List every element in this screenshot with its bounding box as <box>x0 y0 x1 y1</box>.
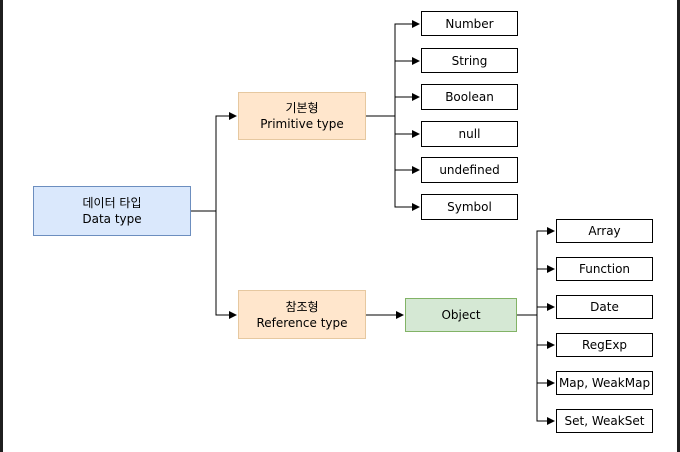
node-function-label: Function <box>578 262 631 276</box>
edge-object-to-function <box>517 265 555 316</box>
node-data-type-english: Data type <box>82 212 142 226</box>
edge-object-to-array <box>517 227 555 316</box>
node-array[interactable]: Array <box>556 219 653 243</box>
node-null-label: null <box>458 127 481 141</box>
edge-object-to-date <box>517 303 555 316</box>
edge-object-to-map <box>517 314 555 387</box>
edge-root-to-reference <box>191 210 237 319</box>
node-set-weakset-label: Set, WeakSet <box>564 414 645 428</box>
node-date[interactable]: Date <box>556 295 653 319</box>
window-border-right <box>677 0 680 452</box>
window-border-left <box>0 0 3 452</box>
node-set-weakset[interactable]: Set, WeakSet <box>556 409 653 433</box>
node-string[interactable]: String <box>421 48 518 73</box>
node-undefined-label: undefined <box>439 163 500 177</box>
node-number-label: Number <box>445 16 494 31</box>
node-reference-korean: 참조형 <box>285 299 319 314</box>
node-primitive-korean: 기본형 <box>285 101 319 115</box>
node-object-label: Object <box>441 308 481 322</box>
node-object[interactable]: Object <box>405 298 517 332</box>
node-string-label: String <box>451 53 488 68</box>
node-data-type[interactable]: 데이터 타입 Data type <box>33 186 191 236</box>
node-symbol-label: Symbol <box>447 200 492 214</box>
node-boolean[interactable]: Boolean <box>421 84 518 110</box>
node-function[interactable]: Function <box>556 257 653 281</box>
node-undefined[interactable]: undefined <box>421 157 518 183</box>
node-reference-type[interactable]: 참조형 Reference type <box>238 290 366 339</box>
edge-primitive-to-symbol <box>366 115 420 211</box>
edge-primitive-to-string <box>366 57 420 117</box>
node-data-type-korean: 데이터 타입 <box>82 196 142 210</box>
node-null[interactable]: null <box>421 121 518 147</box>
node-regexp-label: RegExp <box>581 338 628 352</box>
node-number[interactable]: Number <box>421 11 518 36</box>
node-boolean-label: Boolean <box>445 90 494 104</box>
node-array-label: Array <box>588 224 621 238</box>
node-map-weakmap-label: Map, WeakMap <box>558 376 651 390</box>
node-reference-english: Reference type <box>256 315 348 330</box>
node-regexp[interactable]: RegExp <box>556 333 653 357</box>
node-map-weakmap[interactable]: Map, WeakMap <box>556 371 653 395</box>
node-primitive-type[interactable]: 기본형 Primitive type <box>238 92 366 140</box>
node-symbol[interactable]: Symbol <box>421 194 518 220</box>
edge-object-to-regexp <box>517 314 555 349</box>
node-primitive-english: Primitive type <box>260 117 344 131</box>
edge-root-to-primitive <box>191 112 237 212</box>
edge-primitive-to-undefined <box>366 115 420 174</box>
edge-primitive-to-null <box>366 115 420 138</box>
edge-object-to-set <box>517 314 555 425</box>
edge-primitive-to-boolean <box>366 93 420 117</box>
edge-primitive-to-number <box>366 20 420 117</box>
node-date-label: Date <box>590 300 619 314</box>
